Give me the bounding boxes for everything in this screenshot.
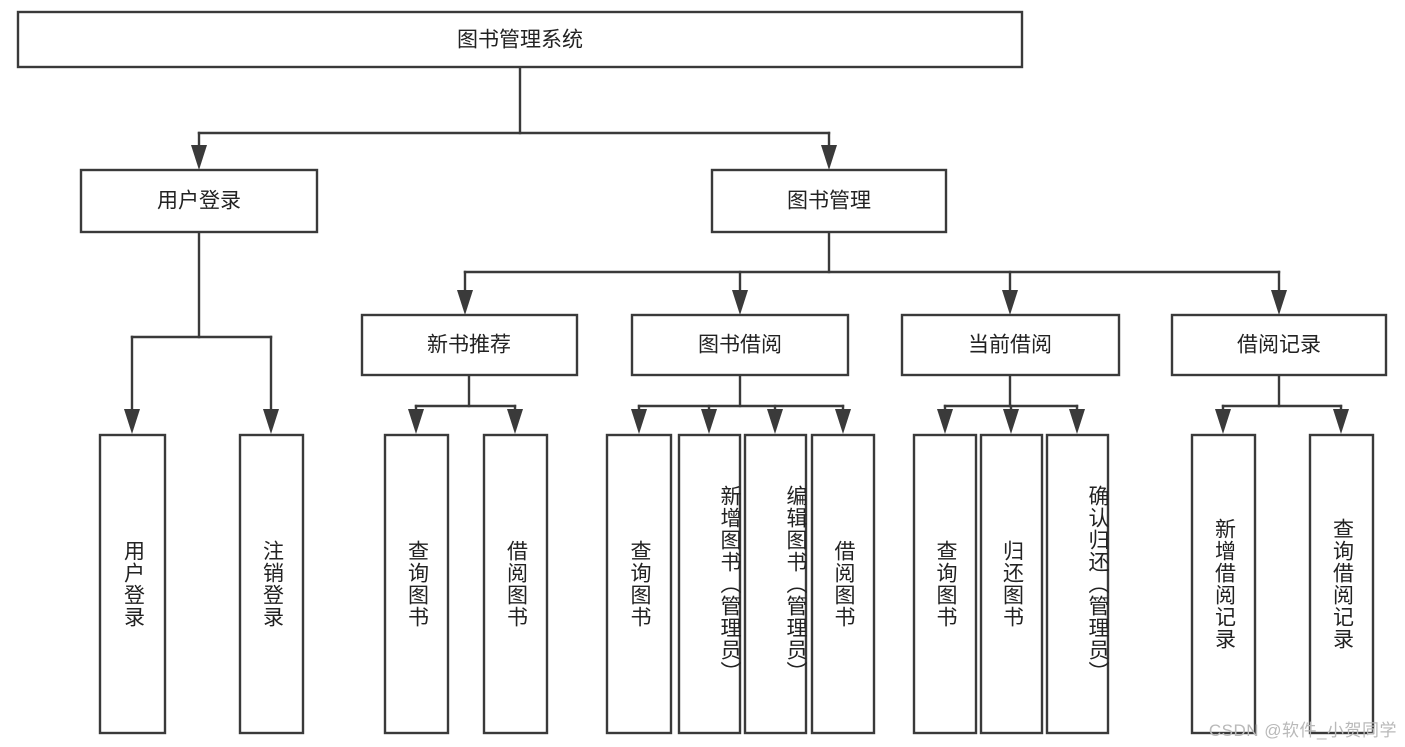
arrow-head-leaf-confirm-return [1069, 409, 1085, 434]
arrow-head-leaf-query-book-3 [937, 409, 953, 434]
arrow-head-record [1271, 290, 1287, 315]
node-label-user-login: 用户登录 [157, 190, 241, 213]
node-box-leaf-1[interactable] [238, 433, 305, 735]
node-box-borrow-record[interactable] [1170, 313, 1388, 377]
label-layer: 图书管理系统 用户登录 图书管理 新书推荐 图书借阅 当前借阅 借阅记录 [157, 29, 1321, 357]
node-box-leaf-11[interactable] [1190, 433, 1257, 735]
node-label-current-borrow: 当前借阅 [968, 334, 1052, 357]
arrow-head-borrow [732, 290, 748, 315]
arrow-head-leaf-query-book-2 [631, 409, 647, 434]
node-box-leaf-6[interactable] [743, 433, 808, 735]
arrow-head-newbook [457, 290, 473, 315]
node-box-leaf-9[interactable] [979, 433, 1044, 735]
arrow-head-leaf-borrow-book-1 [507, 409, 523, 434]
arrow-head-leaf-user-login [124, 409, 140, 434]
arrow-head-leaf-borrow-book-2 [835, 409, 851, 434]
arrow-head-current [1002, 290, 1018, 315]
arrow-head-bookmgmt [821, 145, 837, 170]
arrow-head-leaf-add-book [701, 409, 717, 434]
node-box-book-management[interactable] [710, 168, 948, 234]
arrow-head-leaf-logout [263, 409, 279, 434]
node-label-root: 图书管理系统 [457, 29, 583, 52]
node-box-leaf-2[interactable] [383, 433, 450, 735]
arrow-head-leaf-add-record [1215, 409, 1231, 434]
node-box-user-login[interactable] [79, 168, 319, 234]
connector-layer [124, 65, 1349, 434]
node-label-book-borrow: 图书借阅 [698, 334, 782, 357]
node-box-new-book-recommend[interactable] [360, 313, 579, 377]
arrow-head-login [191, 145, 207, 170]
arrow-head-leaf-query-book-1 [408, 409, 424, 434]
node-box-leaf-12[interactable] [1308, 433, 1375, 735]
node-box-leaf-10[interactable] [1045, 433, 1110, 735]
node-label-borrow-record: 借阅记录 [1237, 334, 1321, 357]
watermark-text: CSDN @软件_小贺同学 [1208, 721, 1397, 740]
node-layer [16, 10, 1388, 735]
node-box-leaf-0[interactable] [98, 433, 167, 735]
node-box-leaf-5[interactable] [677, 433, 742, 735]
node-box-leaf-3[interactable] [482, 433, 549, 735]
arrow-head-leaf-return-book [1003, 409, 1019, 434]
node-label-book-management: 图书管理 [787, 190, 871, 213]
arrow-head-leaf-edit-book [767, 409, 783, 434]
node-box-book-borrow[interactable] [630, 313, 850, 377]
node-box-leaf-4[interactable] [605, 433, 673, 735]
node-box-leaf-8[interactable] [912, 433, 978, 735]
node-box-current-borrow[interactable] [900, 313, 1121, 377]
node-box-root[interactable] [16, 10, 1024, 69]
node-label-new-book-recommend: 新书推荐 [427, 334, 511, 357]
node-box-leaf-7[interactable] [810, 433, 876, 735]
arrow-head-leaf-query-record [1333, 409, 1349, 434]
